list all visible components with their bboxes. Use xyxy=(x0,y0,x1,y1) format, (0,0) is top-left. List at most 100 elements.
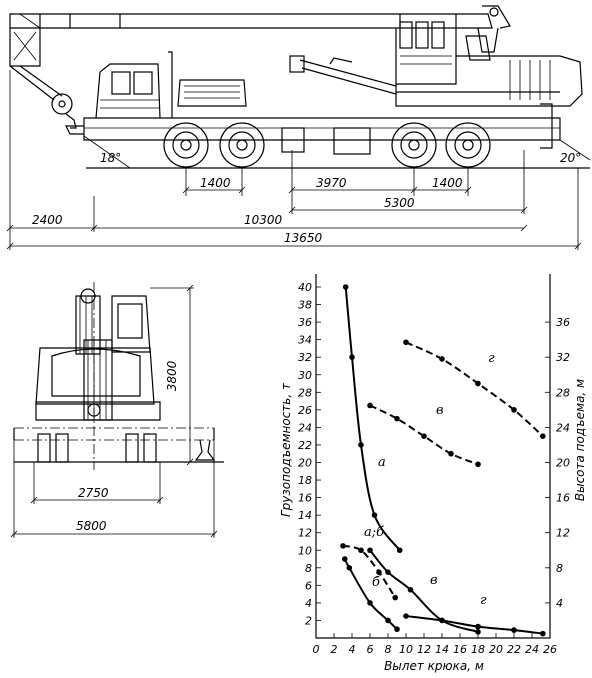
series-point-0 xyxy=(349,354,355,361)
series-point-1 xyxy=(358,547,364,554)
y-left-label: Грузоподъемность, т xyxy=(279,382,293,517)
y-right-label: Высота подъема, м xyxy=(573,379,587,501)
y-right-tick-label: 28 xyxy=(556,386,570,399)
wheel-4 xyxy=(445,122,491,168)
dim-3970: 3970 xyxy=(316,176,347,190)
series-line-0 xyxy=(344,286,401,551)
series-point-3 xyxy=(367,402,373,409)
y-left-tick-label: 26 xyxy=(298,404,312,417)
series-point-3 xyxy=(421,433,427,439)
driver-cab xyxy=(95,51,173,119)
series-point-6 xyxy=(403,613,409,619)
y-left-tick-label: 6 xyxy=(305,579,312,592)
wheel-2 xyxy=(219,122,265,168)
x-tick-label: 14 xyxy=(435,643,449,656)
series-point-4 xyxy=(407,586,414,593)
y-left-tick-label: 36 xyxy=(298,316,312,329)
series-line-5 xyxy=(405,341,544,437)
x-tick-label: 4 xyxy=(349,643,356,656)
y-left-tick-label: 24 xyxy=(298,421,312,434)
y-right-tick-label: 36 xyxy=(556,316,570,329)
y-left-tick-label: 40 xyxy=(298,281,312,294)
series-point-3 xyxy=(394,415,400,422)
x-tick-label: 24 xyxy=(525,643,539,656)
y-left-tick-label: 34 xyxy=(298,334,312,347)
y-left-tick-label: 38 xyxy=(298,299,312,312)
y-left-tick-label: 14 xyxy=(298,509,312,522)
series-point-2 xyxy=(346,565,353,571)
series-label-g: г xyxy=(488,351,495,366)
x-tick-label: 22 xyxy=(507,643,521,656)
series-point-6 xyxy=(475,623,481,630)
boom xyxy=(9,5,511,67)
series-point-4 xyxy=(385,569,391,575)
y-left-tick-label: 32 xyxy=(298,351,312,364)
dim-10300: 10300 xyxy=(244,213,283,227)
x-tick-label: 0 xyxy=(313,643,320,656)
dim-2750: 2750 xyxy=(78,486,109,500)
luffing-cylinder xyxy=(289,55,397,95)
series-point-6 xyxy=(540,630,546,637)
series-point-2 xyxy=(385,617,391,624)
series-label-g2: г xyxy=(480,593,487,608)
series-point-1 xyxy=(376,569,382,575)
y-left-tick-label: 28 xyxy=(298,386,312,399)
y-left-tick-label: 10 xyxy=(298,544,312,557)
series-point-0 xyxy=(371,512,378,518)
dim-13650: 13650 xyxy=(284,231,323,245)
dim-1400-front: 1400 xyxy=(200,176,231,190)
series-point-0 xyxy=(342,284,349,290)
series-point-0 xyxy=(396,547,403,554)
dim-5800: 5800 xyxy=(76,519,107,533)
series-point-4 xyxy=(367,547,373,554)
y-left-tick-label: 20 xyxy=(298,457,312,470)
y-right-tick-label: 8 xyxy=(556,562,563,575)
series-point-4 xyxy=(475,629,481,635)
front-angle-label: 18° xyxy=(100,151,121,165)
series-point-5 xyxy=(475,380,481,387)
chart-frame xyxy=(315,274,551,639)
y-right-tick-label: 4 xyxy=(556,597,563,610)
y-right-tick-label: 12 xyxy=(556,527,570,540)
series-point-1 xyxy=(392,594,399,601)
x-tick-label: 16 xyxy=(453,643,467,656)
series-point-5 xyxy=(403,339,409,346)
series-point-1 xyxy=(340,543,346,549)
hook-block xyxy=(9,65,77,129)
series-point-0 xyxy=(358,442,364,448)
dim-3800: 3800 xyxy=(165,360,179,391)
series-label-v2: в xyxy=(430,573,438,588)
x-tick-label: 20 xyxy=(489,643,503,656)
operator-cab xyxy=(395,14,457,85)
y-left-tick-label: 16 xyxy=(298,492,312,505)
x-tick-label: 10 xyxy=(399,643,413,656)
series-point-5 xyxy=(540,433,546,439)
y-left-tick-label: 18 xyxy=(298,474,312,487)
series-point-6 xyxy=(439,617,445,624)
series-point-6 xyxy=(511,627,517,633)
y-right-tick-label: 32 xyxy=(556,351,570,364)
series-point-5 xyxy=(511,407,517,413)
y-left-tick-label: 22 xyxy=(298,439,312,452)
x-tick-label: 6 xyxy=(367,643,374,656)
crane-rear-view: 3800 2750 5800 xyxy=(10,282,224,538)
engine-hood xyxy=(177,79,247,107)
x-axis-label: Вылет крюка, м xyxy=(384,659,484,673)
series-label-a: а xyxy=(378,455,386,470)
chassis xyxy=(65,103,561,155)
dim-5300: 5300 xyxy=(384,196,415,210)
series-label-b: б xyxy=(372,575,380,590)
series-point-2 xyxy=(367,600,373,606)
series-point-3 xyxy=(448,450,454,457)
y-right-tick-label: 16 xyxy=(556,492,570,505)
y-left-tick-label: 4 xyxy=(305,597,312,610)
x-tick-label: 18 xyxy=(471,643,485,656)
y-left-tick-label: 2 xyxy=(305,614,312,627)
y-left-tick-label: 12 xyxy=(298,527,312,540)
series-label-ab: а;б xyxy=(364,525,384,540)
